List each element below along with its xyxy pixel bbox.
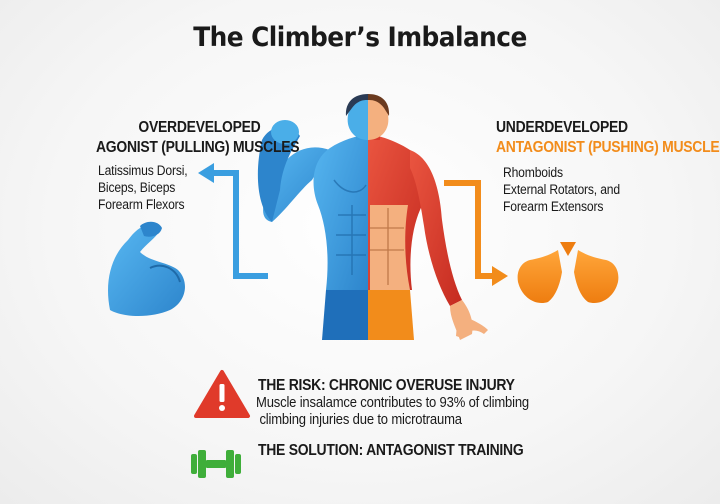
risk-heading: THE RISK: CHRONIC OVERUSE INJURY	[258, 377, 515, 394]
agonist-muscle-item: Forearm Flexors	[98, 197, 185, 212]
agonist-muscle-list: Latissimus Dorsi, Biceps, Biceps Forearm…	[98, 162, 188, 213]
shoulder-blades-icon	[517, 242, 619, 304]
risk-line-1: Muscle insalamce contributes to 93% of c…	[256, 395, 529, 411]
agonist-muscle-item: Latissimus Dorsi,	[98, 163, 188, 178]
antagonist-muscle-item: External Rotators, and	[503, 182, 620, 197]
agonist-heading: OVERDEVELOPED AGONIST (PULLING) MUSCLES	[96, 118, 300, 158]
body-figure-left-half	[257, 94, 368, 340]
dumbbell-icon	[191, 450, 241, 478]
agonist-heading-line1: OVERDEVELOPED	[138, 119, 261, 136]
risk-description: Muscle insalamce contributes to 93% of c…	[256, 395, 529, 429]
risk-line-2: climbing injuries due to microtrauma	[256, 412, 462, 428]
antagonist-muscle-item: Rhomboids	[503, 165, 563, 180]
agonist-heading-line2: AGONIST (PULLING) MUSCLES	[96, 139, 300, 156]
warning-icon	[194, 370, 250, 418]
antagonist-heading-line1: UNDERDEVELOPED	[496, 119, 628, 136]
antagonist-heading-line2: ANTAGONIST (PUSHING) MUSCLES	[496, 139, 720, 156]
solution-heading: THE SOLUTION: ANTAGONIST TRAINING	[258, 442, 524, 459]
body-figure-right-half	[368, 94, 488, 340]
antagonist-muscle-list: Rhomboids External Rotators, and Forearm…	[503, 164, 620, 215]
antagonist-muscle-item: Forearm Extensors	[503, 199, 604, 214]
flexed-arm-icon	[108, 221, 185, 316]
arrow-right-icon	[444, 180, 508, 286]
agonist-muscle-item: Biceps, Biceps	[98, 180, 176, 195]
antagonist-heading: UNDERDEVELOPED ANTAGONIST (PUSHING) MUSC…	[496, 118, 720, 158]
arrow-left-icon	[198, 163, 268, 279]
page-title: The Climber’s Imbalance	[193, 22, 527, 53]
